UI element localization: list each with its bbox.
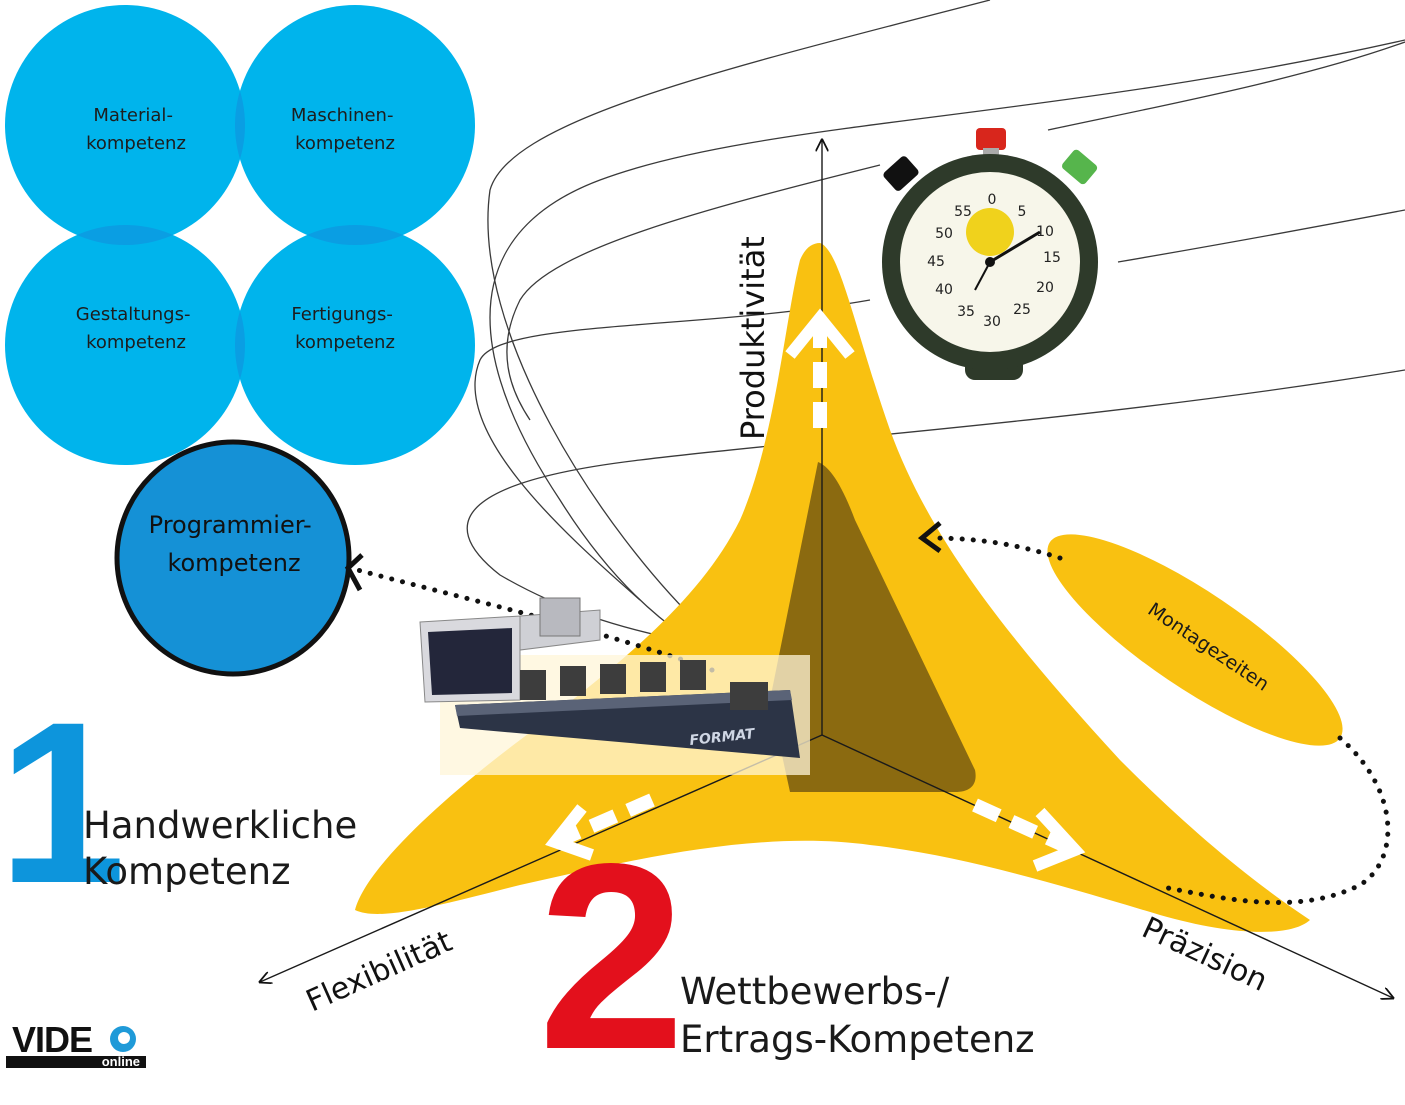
label-material: Material- kompetenz xyxy=(86,105,186,154)
axis-flexibility xyxy=(260,734,823,982)
logo-bar xyxy=(6,1056,146,1068)
logo-subtext: online xyxy=(101,1054,140,1069)
circle-material xyxy=(5,5,245,245)
section-2-line-2: Ertrags-Kompetenz xyxy=(680,1018,1035,1061)
video-online-logo: VIDE online xyxy=(6,1022,146,1068)
section-1-line-2: Kompetenz xyxy=(83,850,291,893)
axis-precision xyxy=(821,734,1393,998)
section-1-line-1: Handwerkliche xyxy=(83,804,358,847)
axis-label-produktivitaet: Produktivität xyxy=(734,236,772,440)
svg-text:30: 30 xyxy=(983,314,1001,330)
label-gestaltung: Gestaltungs- kompetenz xyxy=(76,304,196,353)
section-2-caption: Wettbewerbs-/ Ertrags-Kompetenz xyxy=(680,968,1035,1064)
svg-text:10: 10 xyxy=(1036,224,1054,240)
white-arrows xyxy=(545,308,1086,872)
competence-circles xyxy=(5,5,475,465)
axis-label-flexibilitaet: Flexibilität xyxy=(301,924,458,1019)
dotted-arrows xyxy=(347,535,1391,905)
stopwatch-icon: 55 0 5 50 10 45 15 40 20 35 30 25 xyxy=(882,128,1098,380)
circle-gestaltung xyxy=(5,225,245,465)
label-maschine: Maschinen- kompetenz xyxy=(291,105,399,154)
section-1-number: 1 xyxy=(0,674,126,931)
svg-text:40: 40 xyxy=(935,282,953,298)
programmier-circle: Programmier- kompetenz xyxy=(114,439,352,677)
svg-text:35: 35 xyxy=(957,304,975,320)
logo-text: VIDE xyxy=(12,1019,93,1060)
svg-text:55: 55 xyxy=(954,204,972,220)
axes xyxy=(260,140,1393,998)
label-fertigung: Fertigungs- kompetenz xyxy=(291,304,398,353)
section-2-number: 2 xyxy=(538,809,686,1105)
dotted-arrow-heads xyxy=(344,521,942,592)
svg-text:25: 25 xyxy=(1013,302,1031,318)
svg-text:FORMAT: FORMAT xyxy=(689,726,757,749)
section-2-line-1: Wettbewerbs-/ xyxy=(680,970,950,1013)
svg-text:15: 15 xyxy=(1043,250,1061,266)
svg-text:20: 20 xyxy=(1036,280,1054,296)
circle-labels: Material- kompetenz Maschinen- kompetenz… xyxy=(76,105,399,353)
svg-text:50: 50 xyxy=(935,226,953,242)
svg-text:45: 45 xyxy=(927,254,945,270)
competence-diagram: Material- kompetenz Maschinen- kompetenz… xyxy=(5,0,1405,1019)
eye-icon xyxy=(110,1026,136,1052)
cnc-machine: FORMAT xyxy=(419,597,810,775)
svg-text:5: 5 xyxy=(1018,204,1027,220)
circle-fertigung xyxy=(235,225,475,465)
svg-text:Programmier- kompetenz: Programmier- kompetenz xyxy=(149,511,320,577)
guide-curves xyxy=(466,0,1405,641)
section-1-caption: Handwerkliche Kompetenz xyxy=(83,803,357,895)
circle-maschine xyxy=(235,5,475,245)
svg-text:0: 0 xyxy=(988,192,997,208)
